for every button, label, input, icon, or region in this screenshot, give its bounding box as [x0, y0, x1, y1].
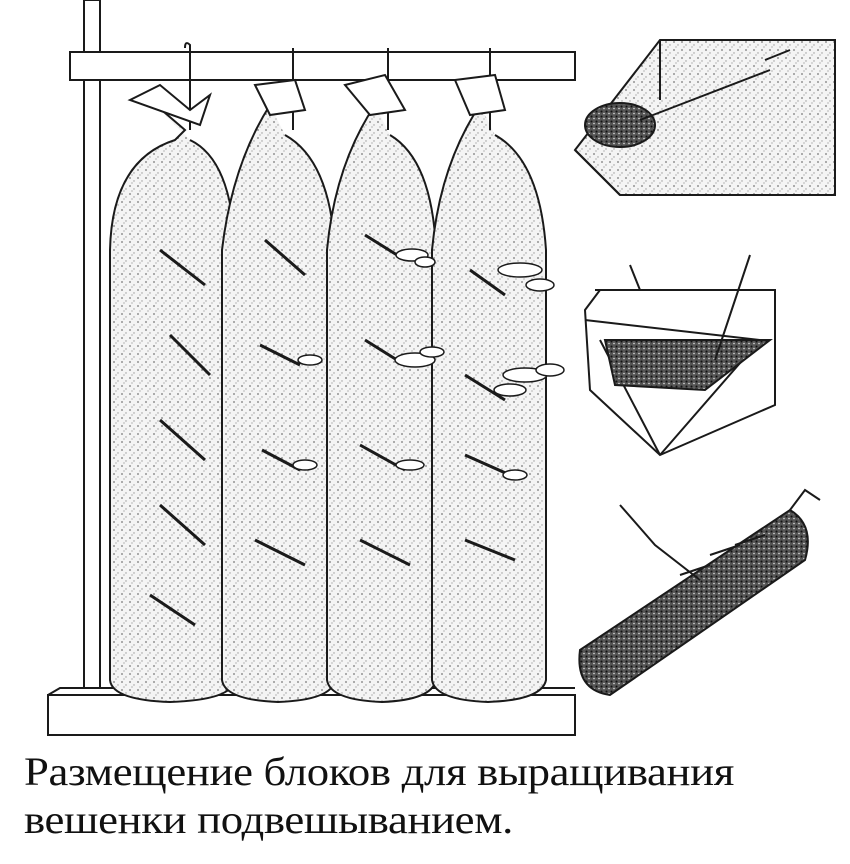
- step-substrate-soaking: [583, 254, 776, 457]
- mushroom-clusters: [292, 248, 565, 481]
- step-substrate-shovel: [573, 39, 836, 196]
- vertical-post: [83, 0, 101, 701]
- caption-line-1: Размещение блоков для выращивания: [24, 749, 734, 794]
- step-bag-slitting: [578, 488, 821, 697]
- caption: Размещение блоков для выращивания вешенк…: [24, 748, 734, 844]
- bag-4: [431, 104, 547, 704]
- bag-2: [221, 104, 336, 704]
- hanging-rail: [69, 51, 576, 81]
- illustration: [47, 0, 836, 736]
- bag-1: [109, 99, 236, 704]
- caption-line-2: вешенки подвешыванием.: [24, 797, 514, 842]
- bag-3: [326, 104, 437, 704]
